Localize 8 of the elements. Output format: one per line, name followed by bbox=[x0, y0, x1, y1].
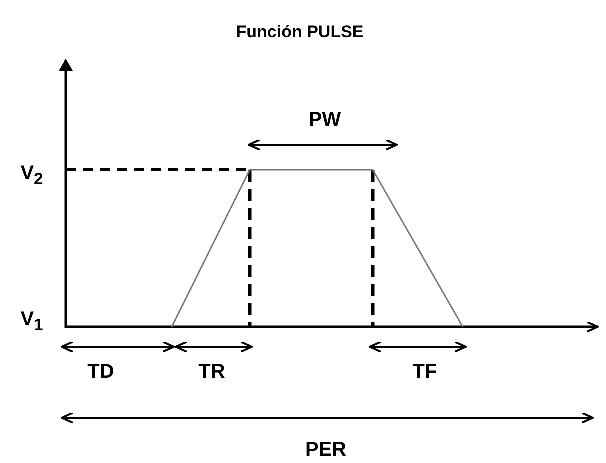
parameter-label: TD bbox=[88, 362, 114, 382]
parameter-label: PW bbox=[308, 110, 342, 130]
parameter-label: TF bbox=[412, 362, 438, 382]
parameter-label: PER bbox=[305, 440, 347, 460]
parameter-label: TR bbox=[198, 362, 226, 382]
level-label: V$_{1}$ bbox=[20, 310, 44, 334]
diagram-title: Función PULSE bbox=[236, 24, 364, 40]
level-label: V$_{2}$ bbox=[20, 164, 44, 188]
